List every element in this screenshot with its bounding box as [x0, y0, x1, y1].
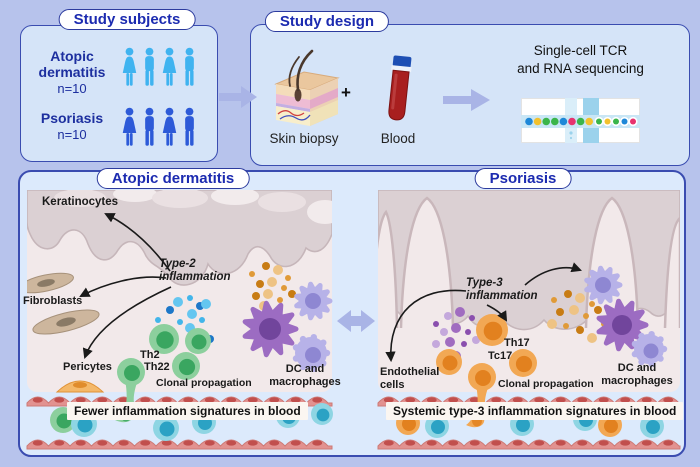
- flow-arrow-right-icon: [219, 86, 257, 108]
- clonal-propagation-label-left: Clonal propagation: [156, 377, 252, 389]
- ad-group-label: Atopic dermatitis: [38, 48, 106, 81]
- microfluidic-chip-icon: [521, 98, 640, 143]
- tc17-label: Tc17: [488, 350, 513, 362]
- blood-label: Blood: [380, 131, 416, 146]
- pso-person-icons: [122, 107, 197, 147]
- blood-tube-icon: [388, 55, 412, 121]
- person-icon-male: [185, 47, 194, 86]
- th22-label: Th22: [144, 361, 170, 373]
- study-subjects-box: [20, 25, 218, 162]
- skin-biopsy-label: Skin biopsy: [269, 131, 339, 146]
- type2-inflammation-label: Type-2 inflammation: [159, 258, 231, 284]
- ad-person-icons: [122, 47, 197, 87]
- ad-blood-banner: Fewer inflammation signatures in blood: [67, 402, 308, 420]
- person-icon-male: [145, 47, 154, 86]
- keratinocytes-label: Keratinocytes: [42, 196, 119, 208]
- study-design-title: Study design: [264, 11, 390, 32]
- ad-panel-title: Atopic dermatitis: [96, 168, 250, 189]
- dc-macrophages-label-left: DC and macrophages: [269, 363, 341, 388]
- th17-label: Th17: [504, 337, 530, 349]
- clonal-propagation-label-right: Clonal propagation: [498, 378, 594, 390]
- skin-panels-container: Keratinocytes Fibroblasts Pericytes Type…: [18, 170, 686, 457]
- panels-compare-arrow-icon: [337, 310, 375, 332]
- skin-illustration: [26, 190, 681, 450]
- person-icon-female: [122, 47, 137, 86]
- dc-macrophages-label-right: DC and macrophages: [601, 362, 673, 387]
- person-icon-male: [185, 107, 194, 146]
- pso-group-text: Psoriasis n=10: [24, 110, 120, 142]
- fibroblasts-label: Fibroblasts: [23, 295, 83, 307]
- pso-panel-title: Psoriasis: [474, 168, 572, 189]
- skin-biopsy-icon: [274, 49, 340, 126]
- type3-inflammation-label: Type-3 inflammation: [466, 277, 538, 303]
- ad-group-text: Atopic dermatitis n=10: [24, 48, 120, 96]
- sequencing-label: Single-cell TCR and RNA sequencing: [517, 43, 644, 76]
- pso-group-label: Psoriasis: [40, 110, 104, 126]
- pericytes-label: Pericytes: [63, 361, 112, 373]
- flow-arrow-right2-icon: [443, 89, 490, 111]
- pso-group-n: n=10: [57, 127, 87, 143]
- person-icon-female: [122, 107, 137, 146]
- study-subjects-title: Study subjects: [58, 9, 196, 30]
- ad-group-n: n=10: [57, 81, 87, 97]
- pso-blood-banner: Systemic type-3 inflammation signatures …: [386, 402, 684, 420]
- plus-sign: +: [341, 83, 351, 102]
- person-icon-female: [162, 107, 177, 146]
- person-icon-female: [162, 47, 177, 86]
- endothelial-cells-label: Endothelial cells: [380, 366, 440, 391]
- th2-label: Th2: [140, 349, 160, 361]
- person-icon-male: [145, 107, 154, 146]
